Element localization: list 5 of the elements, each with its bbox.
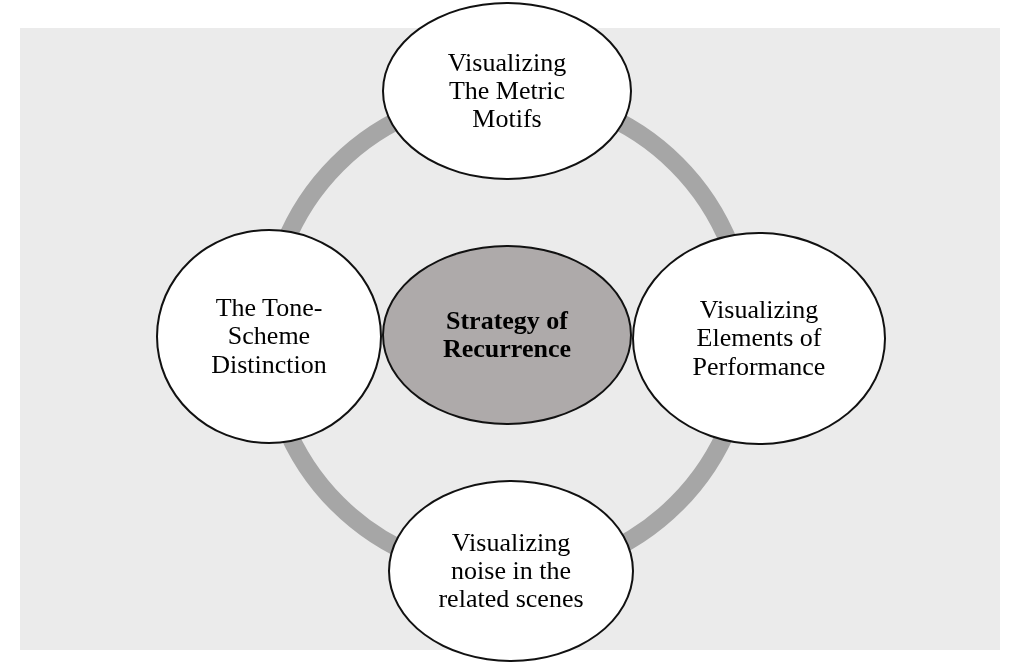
- node-label: Strategy of Recurrence: [442, 306, 572, 364]
- node-label: Visualizing The Metric Motifs: [446, 48, 568, 134]
- node-label: Visualizing Elements of Performance: [691, 296, 827, 381]
- node-label: The Tone-Scheme Distinction: [210, 294, 328, 379]
- node-label: Visualizing noise in the related scenes: [437, 528, 585, 614]
